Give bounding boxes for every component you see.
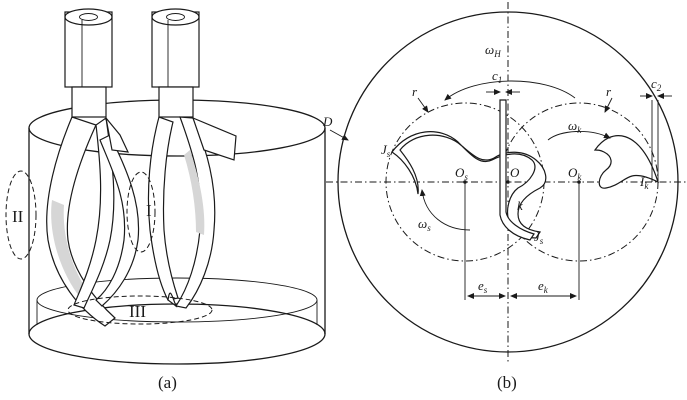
label-r-right: r xyxy=(606,84,612,99)
right-shaft xyxy=(151,8,200,118)
panel-b-top-view: ωH c1 c2 r r D ωk Js Os O Ok Ik k ωs Js … xyxy=(322,2,686,392)
left-shaft xyxy=(64,8,113,118)
label-I-k: Ik xyxy=(639,174,649,191)
label-J-s-bottom: Js xyxy=(534,229,544,246)
label-D: D xyxy=(322,114,333,129)
label-c2: c2 xyxy=(651,76,662,93)
right-impeller xyxy=(147,116,237,309)
caption-b: (b) xyxy=(497,373,517,392)
label-e-k: ek xyxy=(538,278,549,295)
region-II-marker xyxy=(5,170,37,260)
label-J-s-top: Js xyxy=(381,142,391,159)
label-omega-k: ωk xyxy=(568,118,582,135)
region-II-label: II xyxy=(12,207,24,226)
label-omega-H: ωH xyxy=(485,42,501,59)
region-I-marker xyxy=(126,171,156,253)
label-O: O xyxy=(510,165,520,180)
label-O-k: Ok xyxy=(568,165,582,182)
panel-a-3d-view: I II III (a) xyxy=(5,8,326,392)
region-I-label: I xyxy=(146,201,152,220)
label-omega-s: ωs xyxy=(418,216,431,233)
label-k-small: k xyxy=(517,198,523,213)
caption-a: (a) xyxy=(158,373,177,392)
left-impeller xyxy=(46,116,140,327)
label-e-s: es xyxy=(478,278,488,295)
label-c1: c1 xyxy=(492,68,502,85)
label-r-left: r xyxy=(412,84,418,99)
label-O-s: Os xyxy=(455,165,468,182)
region-III-label: III xyxy=(129,302,146,321)
region-III-marker xyxy=(67,295,213,325)
